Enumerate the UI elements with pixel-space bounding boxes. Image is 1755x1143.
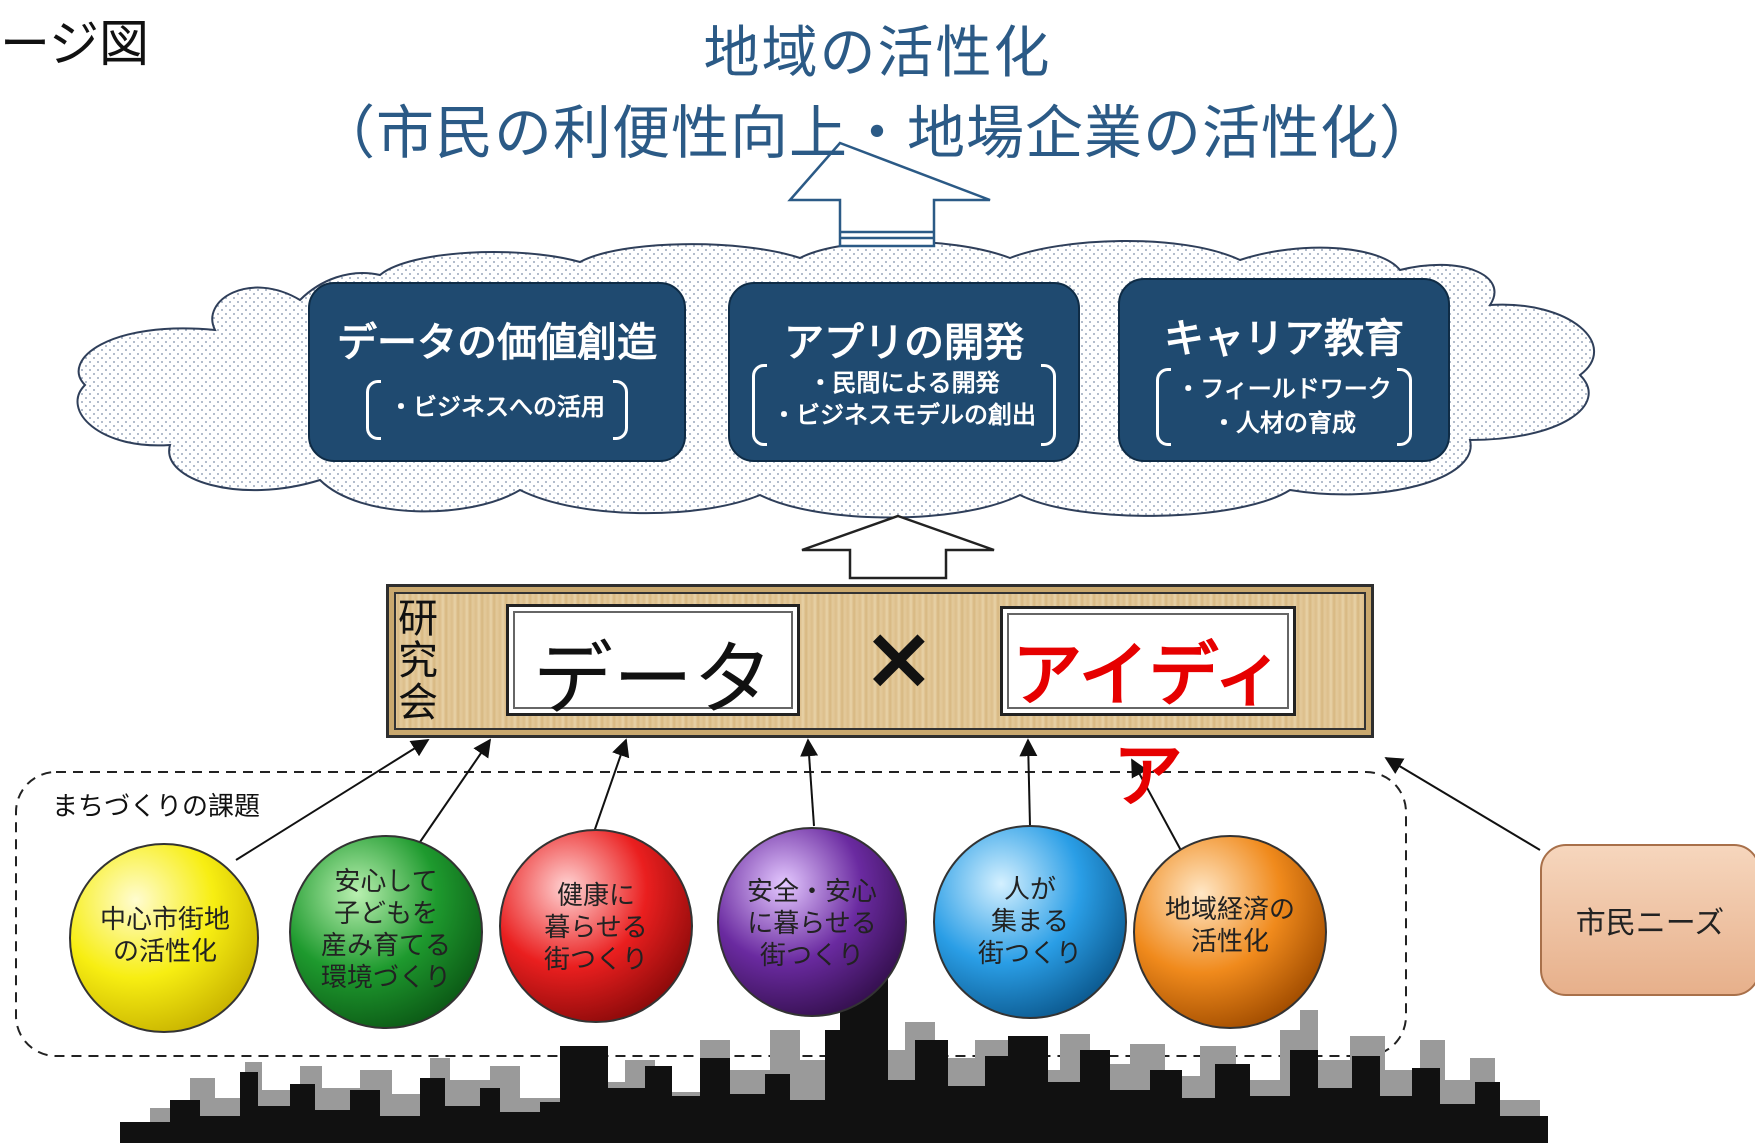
box-data-value-line-1: ・ビジネスへの活用	[389, 393, 605, 421]
box-app-dev: アプリの開発 ・民間による開発 ・ビジネスモデルの創出	[728, 282, 1080, 462]
box-career-line-2: ・人材の育成	[1212, 409, 1356, 437]
issues-label: まちづくりの課題	[52, 792, 261, 822]
idea-word: アイディア	[1012, 634, 1284, 817]
box-career: キャリア教育 ・フィールドワーク ・人材の育成	[1118, 278, 1450, 462]
issue-circle-6	[1133, 835, 1327, 1029]
box-career-title: キャリア教育	[1164, 316, 1404, 362]
issue-circle-5	[933, 825, 1127, 1019]
idea-card: アイディア	[1000, 606, 1296, 817]
goal-title: 地域の活性化	[703, 21, 1052, 86]
box-app-dev-title: アプリの開発	[784, 320, 1024, 366]
issue-circle-3	[499, 829, 693, 1023]
bracket-left	[1156, 368, 1171, 446]
issue-circle-1	[69, 843, 259, 1033]
issue-text-2: 安心して 子どもを 産み育てる 環境づくり	[320, 867, 451, 993]
times-symbol: ×	[862, 606, 936, 709]
issue-circles	[69, 825, 1327, 1033]
bracket-left	[752, 364, 767, 446]
corner-title: ージ図	[0, 15, 149, 73]
up-arrow-middle	[801, 514, 995, 580]
arrow-issue-3	[593, 738, 630, 833]
skyline	[120, 968, 1548, 1143]
bracket-right	[1041, 364, 1056, 446]
arrow-issue-2	[419, 738, 492, 843]
up-arrow-top	[787, 141, 991, 248]
issue-text-4: 安全・安心 に暮らせる 街つくり	[746, 877, 877, 971]
box-app-dev-line-1: ・民間による開発	[808, 369, 1000, 397]
issue-text-6: 地域経済の 活性化	[1164, 895, 1295, 957]
issue-arrows	[235, 738, 1541, 861]
citizen-needs-box: 市民ニーズ	[1540, 844, 1755, 996]
arrow-issue-5	[1019, 738, 1038, 827]
arrow-issue-6	[1131, 758, 1185, 857]
issue-text-1: 中心市街地 の活性化	[99, 905, 230, 967]
box-data-value: データの価値創造 ・ビジネスへの活用	[308, 282, 686, 462]
issue-text-5: 人が 集まる 街つくり	[977, 875, 1082, 969]
bracket-left	[366, 380, 381, 440]
box-career-line-1: ・フィールドワーク	[1176, 375, 1392, 403]
bracket-right	[613, 380, 628, 440]
data-card: データ	[506, 604, 800, 726]
arrow-issue-1	[235, 739, 430, 861]
research-label: 研究会	[398, 596, 438, 726]
citizen-needs-label: 市民ニーズ	[1575, 906, 1725, 941]
issues-region	[15, 771, 1407, 1057]
arrow-needs	[1384, 757, 1541, 851]
issue-text-3: 健康に 暮らせる 街つくり	[543, 881, 648, 975]
data-word: データ	[533, 633, 773, 726]
issue-circle-2	[289, 835, 483, 1029]
goal-subtitle: （市民の利便性向上・地場企業の活性化）	[316, 99, 1438, 167]
bracket-right	[1397, 368, 1412, 446]
box-data-value-title: データの価値創造	[337, 320, 657, 366]
arrow-issue-4	[800, 738, 819, 827]
box-app-dev-line-2: ・ビジネスモデルの創出	[772, 401, 1036, 429]
issue-circle-4	[717, 827, 907, 1017]
